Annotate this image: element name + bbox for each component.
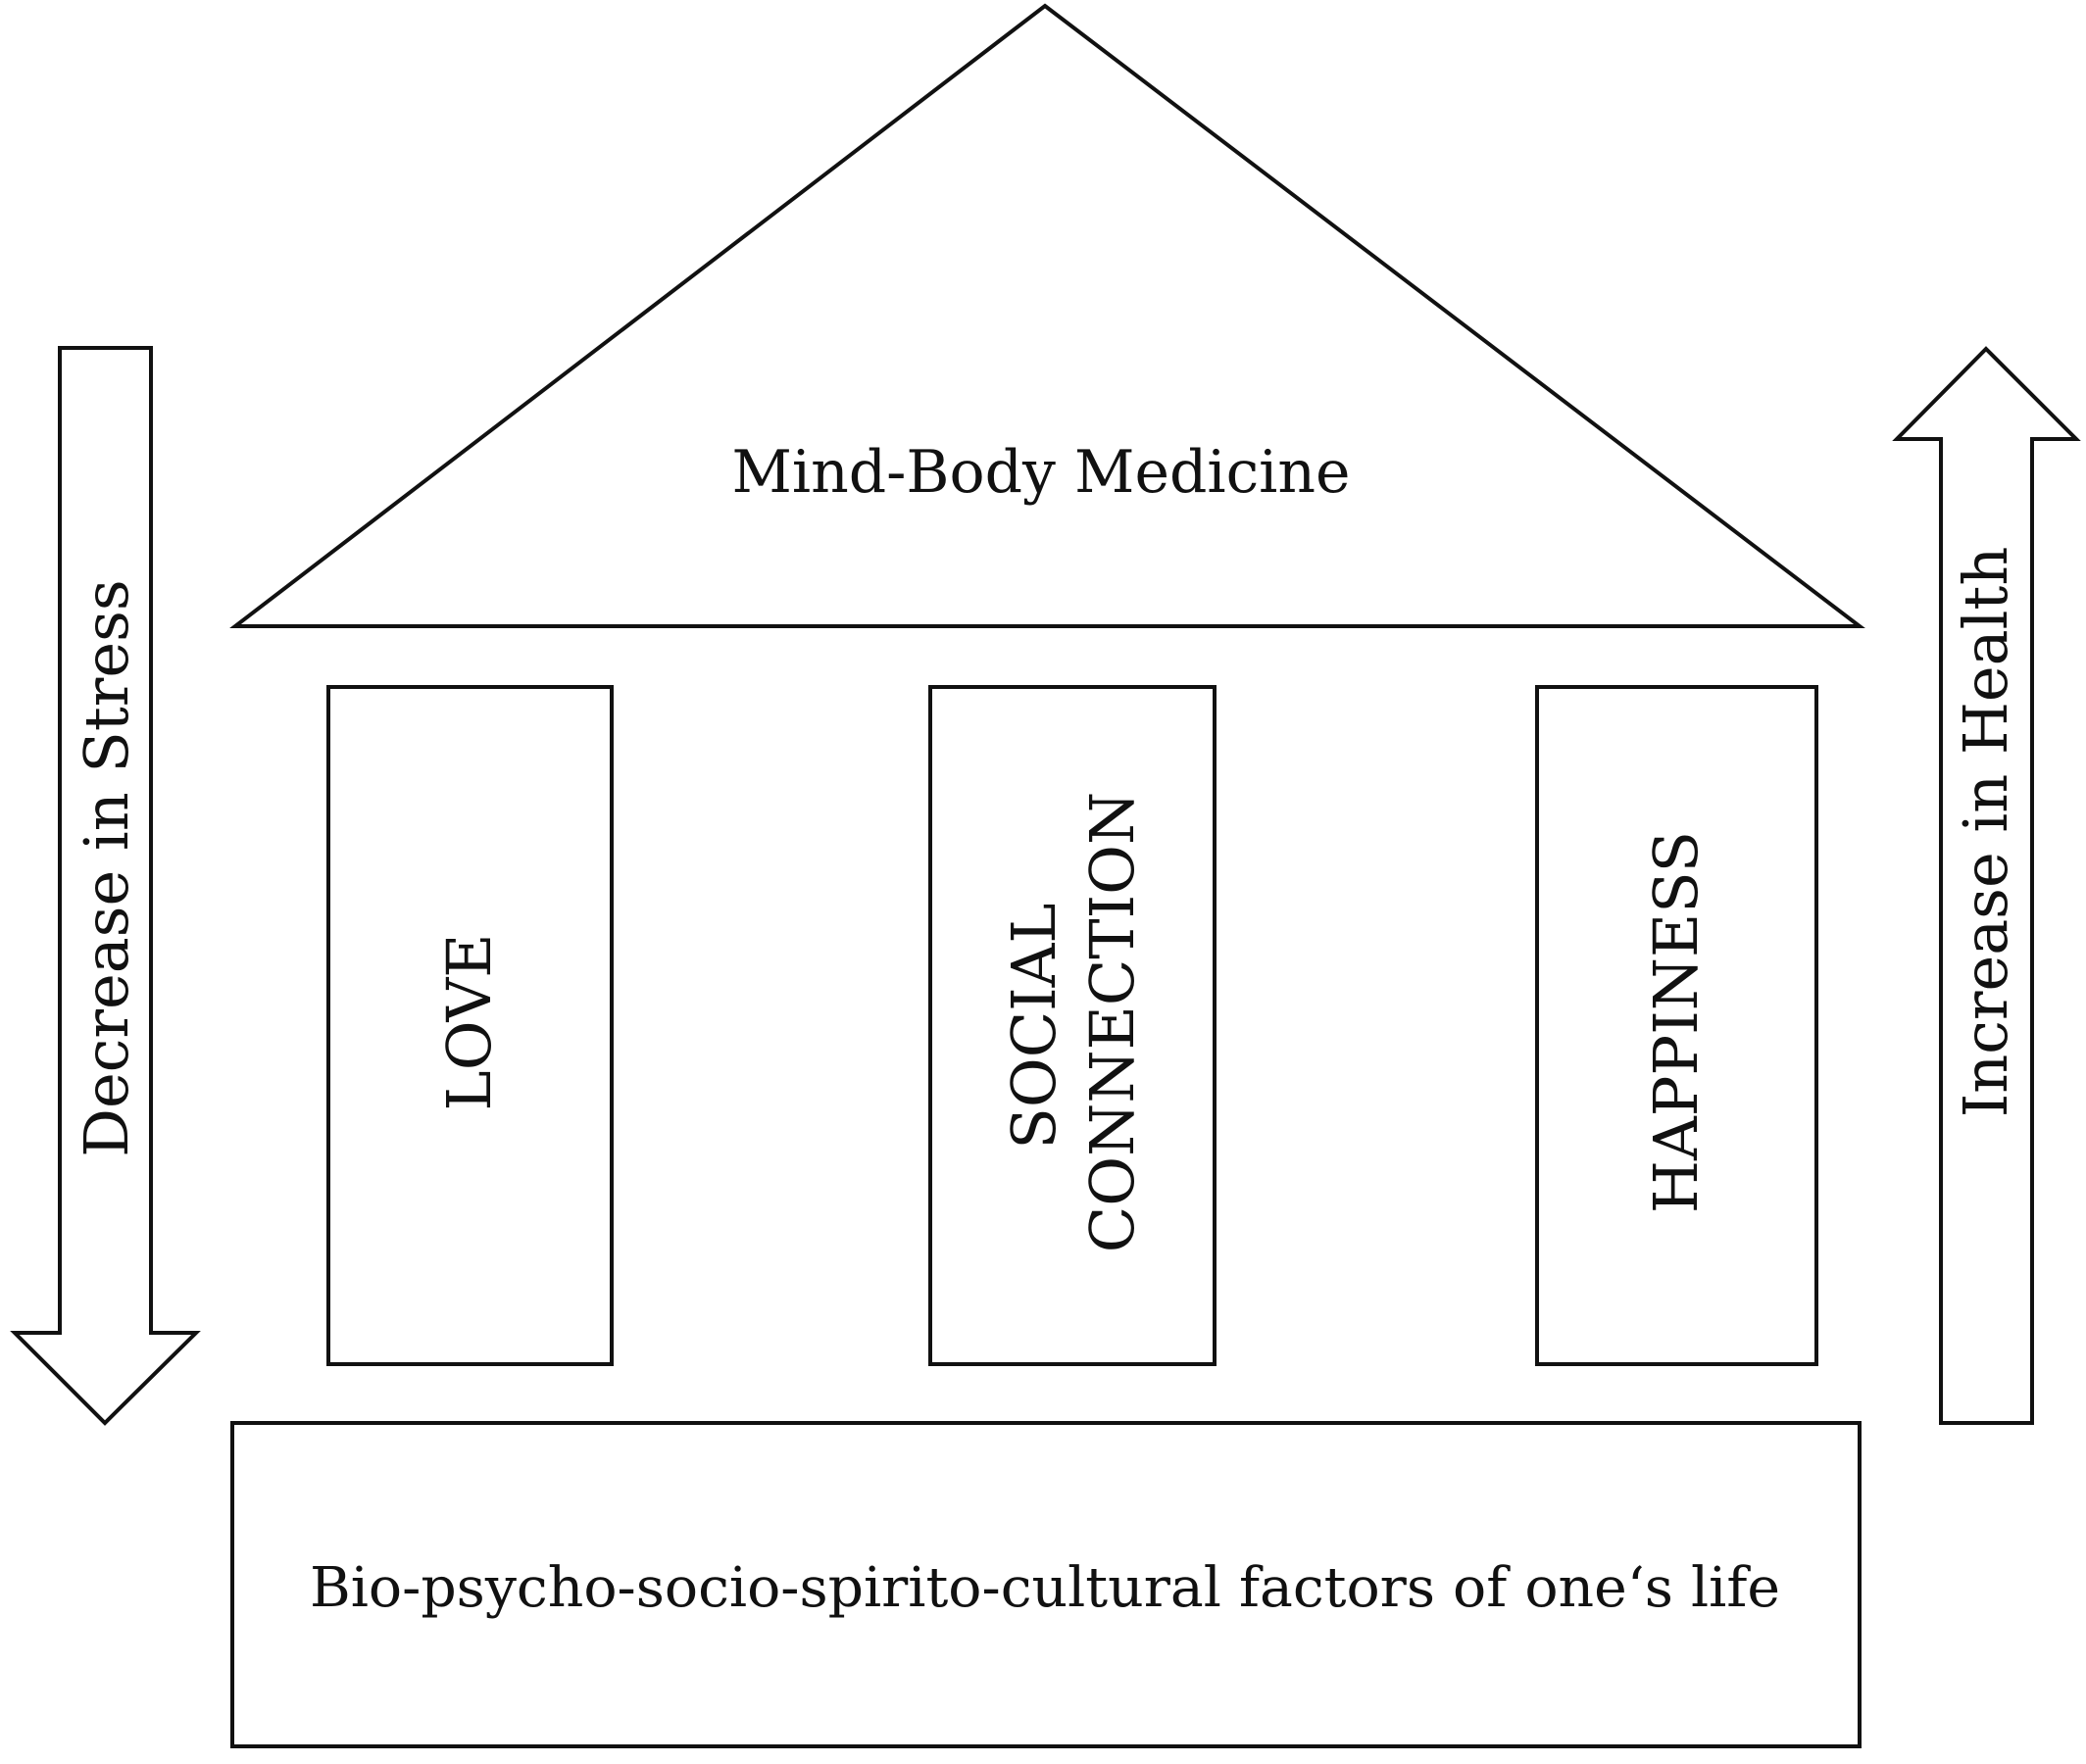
- foundation-label: Bio-psycho-socio-spirito-cultural factor…: [310, 1556, 1780, 1620]
- increase-in-health-label: Increase in Health: [1950, 547, 2021, 1118]
- pillar-social-connection: SOCIAL CONNECTION: [928, 685, 1217, 1366]
- pillar-social-connection-box: [928, 685, 1217, 1366]
- pillar-happiness-box: [1535, 685, 1818, 1366]
- decrease-in-stress-arrow: Decrease in Stress: [10, 346, 201, 1426]
- pillar-social-connection-label-line2: CONNECTION: [1076, 792, 1148, 1252]
- pillar-happiness: HAPPINESS: [1535, 685, 1818, 1366]
- pillar-love-label: LOVE: [433, 934, 505, 1111]
- pillar-love-box: [326, 685, 614, 1366]
- roof: Mind-Body Medicine: [229, 3, 1865, 628]
- roof-title: Mind-Body Medicine: [731, 438, 1350, 507]
- foundation-box: [230, 1421, 1862, 1748]
- foundation: Bio-psycho-socio-spirito-cultural factor…: [230, 1421, 1862, 1748]
- pillar-happiness-label: HAPPINESS: [1640, 831, 1712, 1213]
- arrow-up-icon: [1892, 346, 2081, 1425]
- decrease-in-stress-label: Decrease in Stress: [71, 579, 142, 1156]
- increase-in-health-arrow: Increase in Health: [1892, 346, 2081, 1425]
- arrow-down-icon: [10, 346, 201, 1426]
- roof-triangle: [229, 3, 1865, 628]
- pillar-love: LOVE: [326, 685, 614, 1366]
- pillar-social-connection-label-line1: SOCIAL: [998, 903, 1069, 1149]
